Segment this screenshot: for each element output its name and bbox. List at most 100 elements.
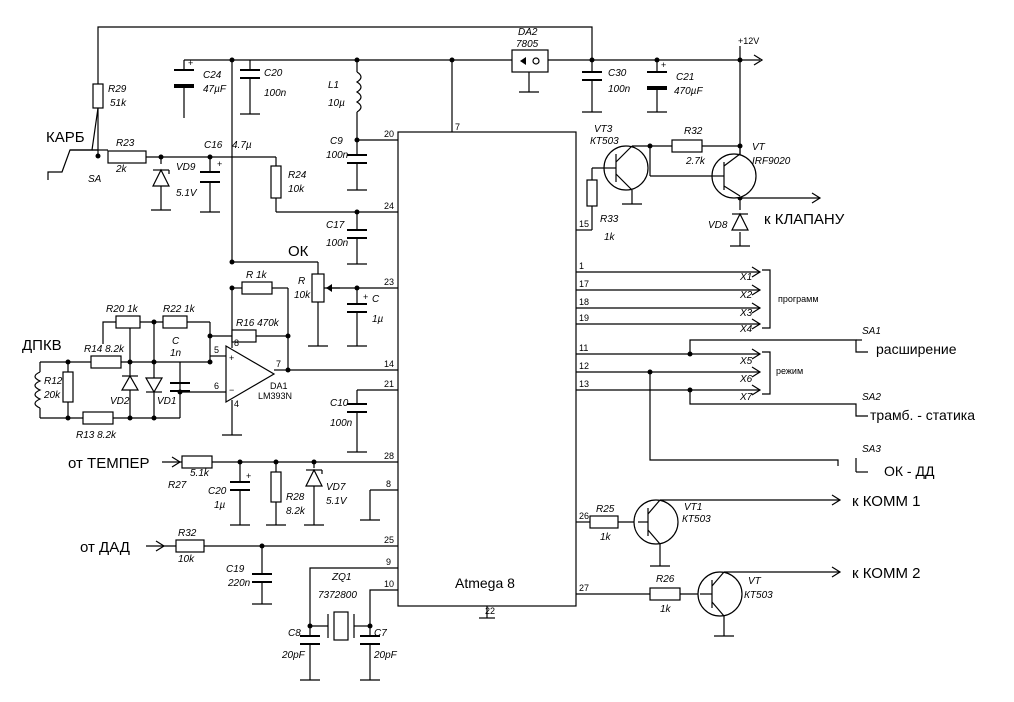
label-x6: X6	[739, 374, 753, 385]
svg-text:+: +	[188, 58, 193, 68]
pin-27: 27	[579, 583, 589, 593]
capacitors	[170, 69, 667, 645]
pin-20: 20	[384, 129, 394, 139]
comparator-body	[225, 344, 276, 404]
label-ok: ОК	[288, 243, 309, 260]
label-klapan: к КЛАПАНУ	[764, 211, 845, 228]
label-r16: R16 470k	[236, 318, 280, 329]
plus-signs: ++ ++ +	[188, 58, 666, 481]
regulator-type: 7805	[516, 39, 539, 50]
pin-19: 19	[579, 313, 589, 323]
label-r25-value: 1k	[600, 532, 612, 543]
regulator-body	[511, 49, 549, 73]
pin-14: 14	[384, 359, 394, 369]
label-x2: X2	[739, 290, 753, 301]
label-sa2: SA2	[862, 392, 881, 403]
label-vd9-value: 5.1V	[176, 188, 198, 199]
label-c10-value: 100n	[330, 418, 353, 429]
label-r13: R13 8.2k	[76, 430, 117, 441]
power-12v: +12V	[738, 36, 759, 46]
label-tramb: трамб. - статика	[870, 407, 975, 423]
svg-text:+: +	[363, 292, 368, 302]
svg-text:−: −	[229, 385, 234, 395]
label-vd1: VD1	[157, 396, 176, 407]
pin-11: 11	[579, 343, 588, 353]
label-c20a: C20	[264, 68, 283, 79]
label-vt-value: IRF9020	[752, 156, 791, 167]
label-r33: R33	[600, 214, 619, 225]
label-vt1: VT1	[684, 502, 702, 513]
resistors	[62, 83, 703, 601]
label-x1: X1	[739, 272, 752, 283]
pin-9: 9	[386, 557, 391, 567]
label-c30-value: 100n	[608, 84, 631, 95]
label-rasshirenie: расширение	[876, 341, 957, 357]
mcu-body	[397, 131, 577, 607]
label-r22: R22 1k	[163, 304, 196, 315]
pin-21: 21	[384, 379, 394, 389]
label-sa: SA	[88, 174, 102, 185]
label-c19: C19	[226, 564, 245, 575]
mcu-label: Atmega 8	[455, 575, 515, 591]
arrows	[155, 54, 842, 578]
pin-25: 25	[384, 535, 394, 545]
label-r27-value: 5.1k	[190, 468, 210, 479]
comparator-ref: DA1	[270, 381, 288, 391]
label-r23-value: 2k	[115, 164, 128, 175]
pin-24: 24	[384, 201, 394, 211]
label-r14: R14 8.2k	[84, 344, 125, 355]
label-programm: программ	[778, 294, 819, 304]
comp-pin-5: 5	[214, 345, 219, 355]
label-cn: C	[172, 336, 180, 347]
pin-7: 7	[455, 122, 460, 132]
label-r29: R29	[108, 84, 127, 95]
svg-text:+: +	[661, 60, 666, 70]
label-c7: C7	[374, 628, 387, 639]
comp-pin-4: 4	[234, 399, 239, 409]
label-c10: C10	[330, 398, 349, 409]
label-karb: КАРБ	[46, 129, 85, 146]
comp-pin-6: 6	[214, 381, 219, 391]
label-vd8: VD8	[708, 220, 728, 231]
label-r12: R12	[44, 376, 63, 387]
label-c7-value: 20pF	[373, 650, 398, 661]
label-c30: C30	[608, 68, 627, 79]
label-r32b: R32	[684, 126, 703, 137]
label-temper: от ТЕМПЕР	[68, 455, 150, 472]
pin-10: 10	[384, 579, 394, 589]
svg-text:+: +	[217, 159, 222, 169]
label-vt2: VT	[748, 576, 762, 587]
label-vd7: VD7	[326, 482, 346, 493]
label-sa1: SA1	[862, 326, 881, 337]
label-r23: R23	[116, 138, 135, 149]
label-c17: C17	[326, 220, 345, 231]
label-vt1-value: КТ503	[682, 514, 711, 525]
comp-pin-7: 7	[276, 359, 281, 369]
label-c21: C21	[676, 72, 694, 83]
label-c16-value: 4.7µ	[232, 140, 252, 151]
label-c: C	[372, 294, 380, 305]
label-zq1-value: 7372800	[318, 590, 357, 601]
label-r33-value: 1k	[604, 232, 616, 243]
label-r24: R24	[288, 170, 307, 181]
label-c9: C9	[330, 136, 343, 147]
pin-26: 26	[579, 511, 589, 521]
label-vt2-value: КТ503	[744, 590, 773, 601]
label-c24: C24	[203, 70, 222, 81]
transistors	[603, 145, 757, 617]
label-c17-value: 100n	[326, 238, 349, 249]
label-c21-value: 470µF	[674, 86, 703, 97]
label-c8-value: 20pF	[281, 650, 306, 661]
label-r26-value: 1k	[660, 604, 672, 615]
label-vt3-value: КТ503	[590, 136, 619, 147]
label-r12-value: 20k	[43, 390, 61, 401]
label-c16: C16	[204, 140, 223, 151]
label-x4: X4	[739, 324, 753, 335]
label-vd7-value: 5.1V	[326, 496, 348, 507]
inductor-l1	[355, 71, 362, 113]
label-r32a-value: 10k	[178, 554, 195, 565]
label-r28-value: 8.2k	[286, 506, 306, 517]
label-r26: R26	[656, 574, 675, 585]
label-x7: X7	[739, 392, 753, 403]
label-r24-value: 10k	[288, 184, 305, 195]
